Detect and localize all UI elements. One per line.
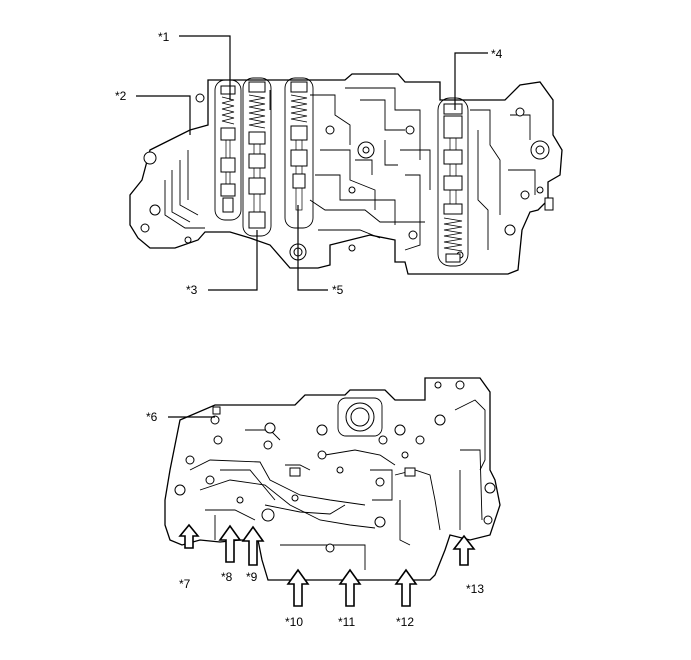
label-2: *2 xyxy=(115,89,127,103)
label-11: *11 xyxy=(338,615,355,629)
arrow-port-13 xyxy=(452,534,476,566)
label-9: *9 xyxy=(246,570,258,584)
valve-5 xyxy=(290,81,308,211)
arrow-port-8 xyxy=(218,524,242,563)
arrow-port-7 xyxy=(178,523,200,549)
valve-4 xyxy=(443,103,463,263)
label-6: *6 xyxy=(146,410,158,424)
upper-leader-lines xyxy=(136,35,488,291)
lower-valve-body xyxy=(164,377,501,581)
arrow-port-12 xyxy=(394,568,418,607)
label-8: *8 xyxy=(221,570,233,584)
port-arrows xyxy=(178,523,476,607)
label-5: *5 xyxy=(332,283,344,297)
label-13: *13 xyxy=(466,582,484,596)
label-7: *7 xyxy=(179,577,191,591)
label-10: *10 xyxy=(285,615,303,629)
valve-1 xyxy=(220,85,236,213)
arrow-port-10 xyxy=(286,568,310,607)
label-12: *12 xyxy=(396,615,414,629)
label-3: *3 xyxy=(186,283,198,297)
callout-labels: *1 *2 *3 *4 *5 *6 *7 *8 *9 *10 *11 *12 *… xyxy=(115,30,503,629)
upper-valve-body xyxy=(129,73,563,275)
label-1: *1 xyxy=(158,30,170,44)
label-4: *4 xyxy=(491,47,503,61)
arrow-port-9 xyxy=(241,525,265,566)
valve-3 xyxy=(248,81,266,229)
arrow-port-11 xyxy=(338,568,362,607)
